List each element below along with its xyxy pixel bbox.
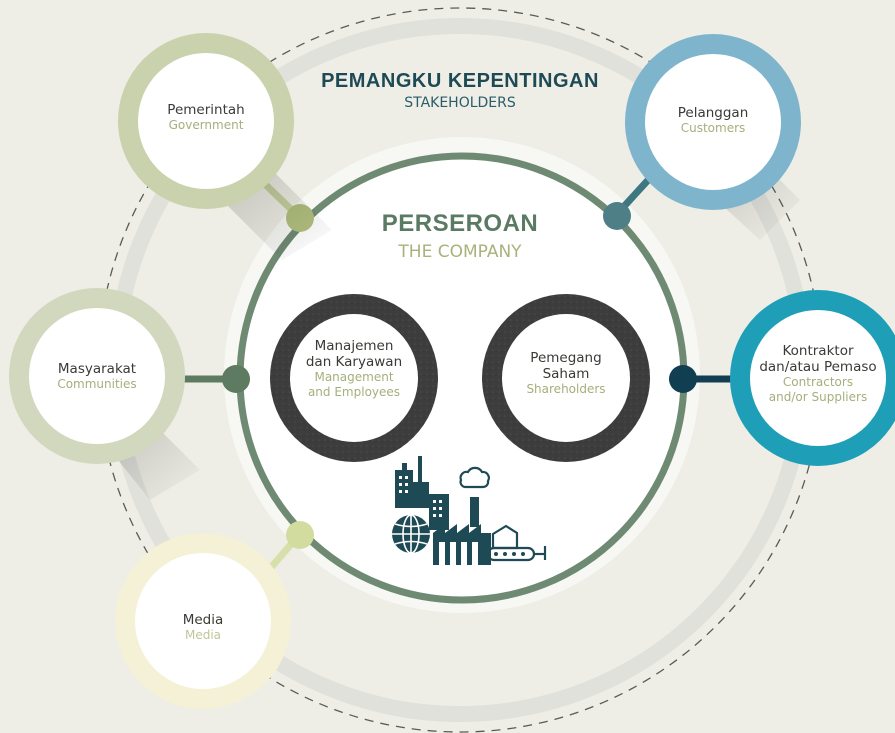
management-label: Manajemen dan Karyawan Management and Em…	[294, 338, 414, 399]
media-label: Media Media	[138, 612, 268, 643]
contractors-bubble	[730, 290, 895, 466]
government-label: Pemerintah Government	[141, 102, 271, 133]
industry-icon	[392, 456, 547, 565]
connector-dot-contractors	[669, 365, 697, 393]
shareholders-label: Pemegang Saham Shareholders	[506, 350, 626, 397]
customers-sub: Customers	[680, 121, 746, 136]
connector-dot-media	[286, 521, 314, 549]
communities-name: Masyarakat	[57, 361, 137, 377]
internal-shareholders-ring	[482, 294, 650, 462]
management-name-line1: Manajemen	[314, 338, 394, 354]
customers-label: Pelanggan Customers	[648, 105, 778, 136]
stakeholders-title: PEMANGKU KEPENTINGAN	[321, 70, 599, 92]
government-name: Pemerintah	[167, 102, 245, 118]
connector-dot-communities	[222, 365, 250, 393]
company-subtitle: THE COMPANY	[398, 242, 522, 262]
management-name-line2: dan Karyawan	[305, 354, 403, 371]
media-sub: Media	[184, 628, 222, 643]
contractors-label: Kontraktor dan/atau Pemaso Contractors a…	[748, 343, 888, 404]
media-name: Media	[182, 612, 224, 628]
customers-bubble	[625, 34, 801, 240]
contractors-sub-line1: Contractors	[782, 375, 854, 390]
communities-bubble	[9, 288, 200, 500]
management-sub-line1: Management	[314, 370, 394, 385]
communities-label: Masyarakat Communities	[32, 361, 162, 392]
management-sub-line2: and Employees	[307, 384, 401, 399]
media-bubble	[115, 533, 291, 709]
shareholders-name-line1: Pemegang	[530, 350, 602, 366]
government-bubble	[118, 33, 332, 260]
contractors-name-line1: Kontraktor	[782, 343, 854, 359]
connector-dot-customers	[603, 202, 631, 230]
internal-management-ring	[270, 294, 438, 462]
contractors-name-line2: dan/atau Pemaso	[759, 359, 877, 376]
shareholders-name-line2: Saham	[542, 366, 590, 383]
stakeholders-subtitle: STAKEHOLDERS	[404, 95, 516, 111]
government-sub: Government	[168, 118, 244, 133]
shareholders-sub-line1: Shareholders	[526, 382, 606, 397]
customers-name: Pelanggan	[677, 105, 749, 121]
contractors-sub-line2: and/or Suppliers	[768, 389, 868, 404]
company-title: PERSEROAN	[381, 210, 539, 237]
communities-sub: Communities	[57, 377, 137, 392]
